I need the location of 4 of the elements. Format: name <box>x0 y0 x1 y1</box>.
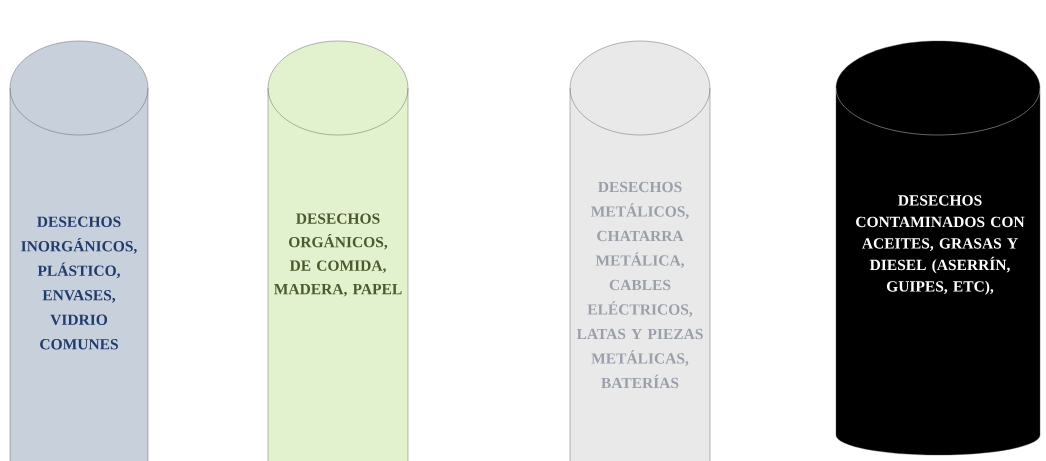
cylinder: DESECHOS INORGÁNICOS, PLÁSTICO, ENVASES, VIDRIO COMUNES <box>9 40 149 461</box>
cylinder: DESECHOS ORGÁNICOS, DE COMIDA, MADERA, PAPEL <box>267 40 409 461</box>
cylinder: DESECHOS CONTAMINADOS CON ACEITES, GRASAS Y DIESEL (ASERRÍN, GUIPES, ETC), <box>835 40 1041 456</box>
cylinder: DESECHOS METÁLICOS, CHATARRA METÁLICA, CABLES ELÉCTRICOS, LATAS Y PIEZAS METÁLICAS, BATERÍAS <box>569 40 711 461</box>
